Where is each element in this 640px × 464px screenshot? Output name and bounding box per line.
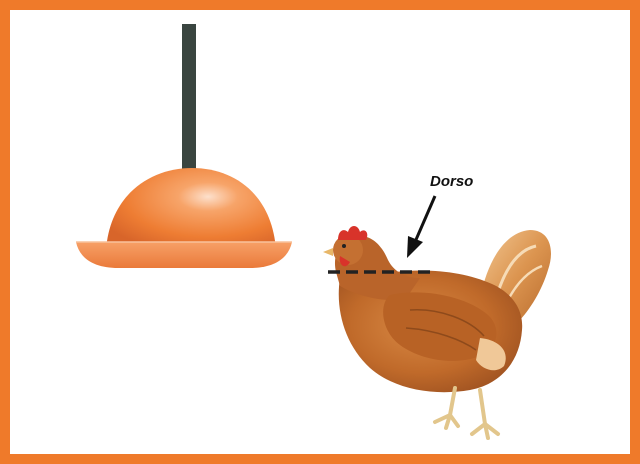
hen-beak <box>323 248 333 256</box>
hen-comb <box>338 226 368 240</box>
hen-eye <box>342 244 346 248</box>
feeder-pan <box>76 242 292 268</box>
hen-legs <box>433 386 500 440</box>
label-back: Dorso <box>430 173 474 190</box>
feeder <box>76 24 292 268</box>
hen-wattle <box>339 256 350 267</box>
arrow <box>407 195 437 258</box>
feeder-dome <box>106 168 276 250</box>
hen <box>323 226 551 440</box>
feeder-pipe <box>182 24 196 174</box>
diagram-canvas <box>76 24 551 440</box>
